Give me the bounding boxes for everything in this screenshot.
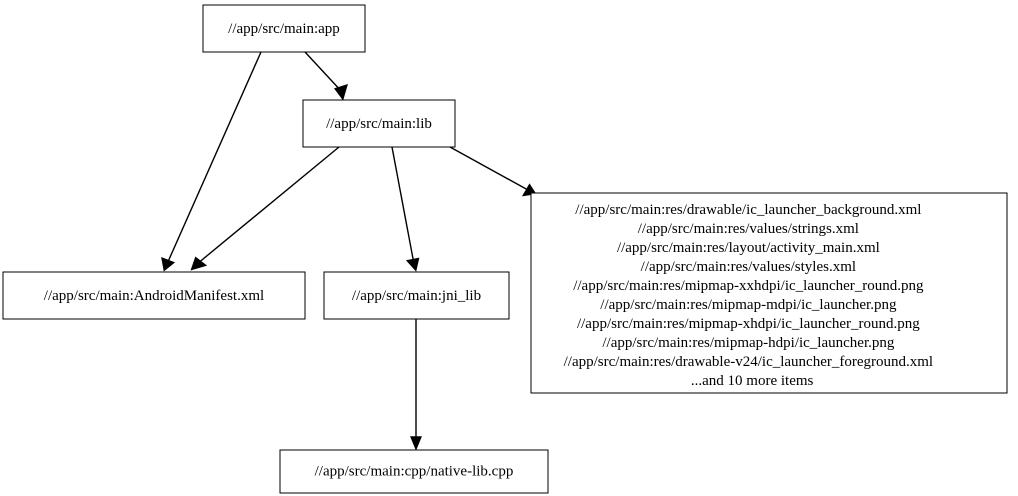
edge-app-to-lib-arrowhead <box>334 84 348 101</box>
node-app-box[interactable] <box>202 4 366 53</box>
edges-layer <box>161 51 537 451</box>
node-app-label: //app/src/main:app <box>228 21 340 37</box>
edge-app-to-lib <box>304 51 348 101</box>
resource-line: //app/src/main:res/values/styles.xml <box>641 259 856 275</box>
edge-app-to-lib-line <box>304 51 344 94</box>
edge-jni-lib-to-native-lib-cpp-arrowhead <box>410 436 422 451</box>
resource-line: //app/src/main:res/mipmap-hdpi/ic_launch… <box>602 335 895 351</box>
edge-app-to-android-manifest <box>161 51 262 272</box>
edge-app-to-android-manifest-arrowhead <box>161 257 176 272</box>
resource-line-more-items: ...and 10 more items <box>691 373 814 389</box>
node-android-manifest-box[interactable] <box>2 271 306 320</box>
node-resources-group-label: //app/src/main:res/drawable/ic_launcher_… <box>564 186 975 389</box>
node-resources-group-box[interactable] <box>530 192 1008 394</box>
edge-lib-to-android-manifest-arrowhead <box>190 256 208 271</box>
edge-lib-to-jni-lib-arrowhead <box>405 257 420 272</box>
node-jni-lib-label: //app/src/main:jni_lib <box>352 288 481 304</box>
node-lib-label: //app/src/main:lib <box>326 116 432 132</box>
node-native-lib-cpp-label: //app/src/main:cpp/native-lib.cpp <box>315 463 514 479</box>
edge-lib-to-jni-lib <box>391 146 420 272</box>
edge-lib-to-android-manifest <box>190 146 340 271</box>
node-lib[interactable]: //app/src/main:lib <box>302 99 456 148</box>
edge-jni-lib-to-native-lib-cpp <box>410 319 422 451</box>
resource-line: //app/src/main:res/mipmap-mdpi/ic_launch… <box>600 297 897 313</box>
resource-line: //app/src/main:res/values/strings.xml <box>638 221 859 237</box>
node-native-lib-cpp[interactable]: //app/src/main:cpp/native-lib.cpp <box>279 449 549 494</box>
node-lib-box[interactable] <box>302 99 456 148</box>
resource-line: //app/src/main:res/layout/activity_main.… <box>617 240 880 256</box>
resource-line: //app/src/main:res/mipmap-xhdpi/ic_launc… <box>577 316 920 332</box>
edge-lib-to-android-manifest-line <box>196 146 340 265</box>
resource-line: //app/src/main:res/mipmap-xxhdpi/ic_laun… <box>573 278 924 294</box>
node-app[interactable]: //app/src/main:app <box>202 4 366 53</box>
node-native-lib-cpp-box[interactable] <box>279 449 549 494</box>
node-jni-lib-box[interactable] <box>323 271 510 320</box>
edge-app-to-android-manifest-line <box>166 51 262 265</box>
node-android-manifest[interactable]: //app/src/main:AndroidManifest.xml <box>2 271 306 320</box>
edge-lib-to-jni-lib-line <box>391 146 415 265</box>
edge-lib-to-resources <box>449 146 537 197</box>
node-jni-lib[interactable]: //app/src/main:jni_lib <box>323 271 510 320</box>
nodes-layer: //app/src/main:app //app/src/main:lib //… <box>2 4 1008 494</box>
resource-line: //app/src/main:res/drawable/ic_launcher_… <box>575 202 921 218</box>
edge-lib-to-resources-line <box>449 146 529 191</box>
node-android-manifest-label: //app/src/main:AndroidManifest.xml <box>44 288 264 304</box>
resource-line: //app/src/main:res/drawable-v24/ic_launc… <box>564 354 933 370</box>
node-resources-group[interactable]: //app/src/main:res/drawable/ic_launcher_… <box>530 186 1008 394</box>
